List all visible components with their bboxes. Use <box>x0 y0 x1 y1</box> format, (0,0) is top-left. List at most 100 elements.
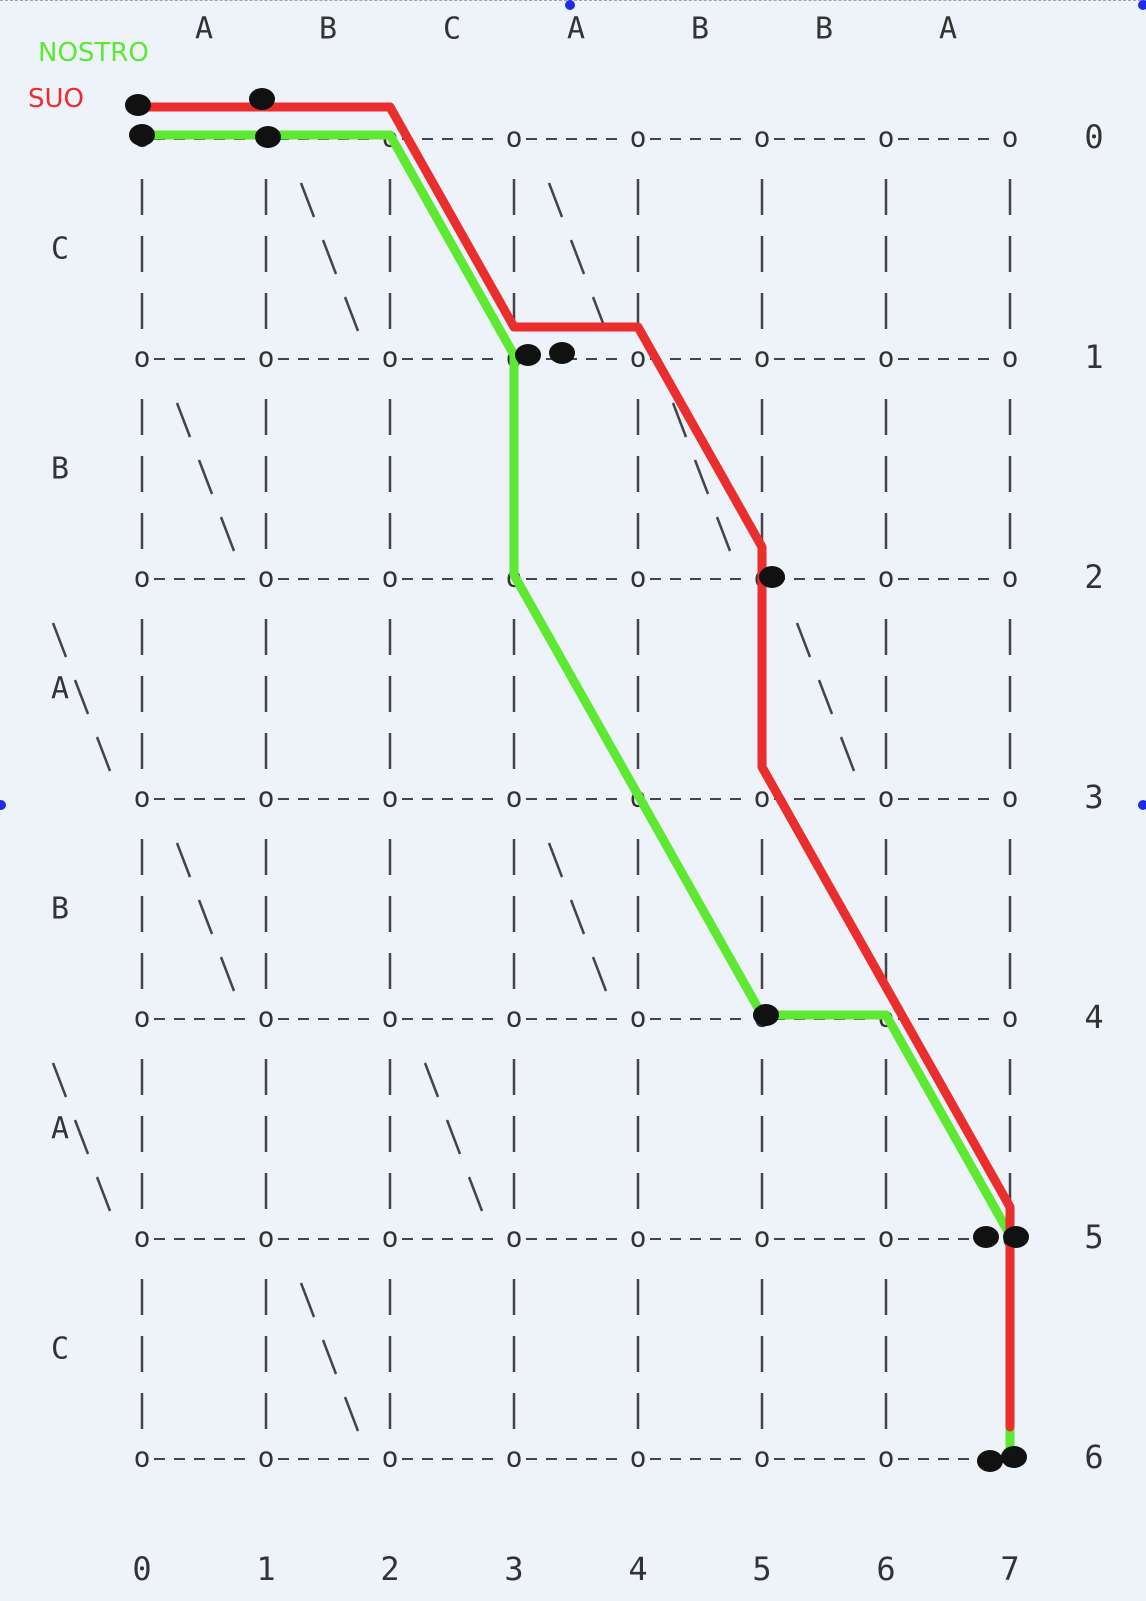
column-number: 7 <box>1000 1550 1019 1588</box>
path-marker-dot <box>973 1226 999 1248</box>
diagonal-edge <box>817 679 834 715</box>
diagonal-edge <box>795 622 812 658</box>
path-marker-dot <box>1001 1446 1027 1468</box>
diagonal-edge <box>321 239 338 275</box>
path-marker-dot <box>549 342 575 364</box>
grid-node: o <box>630 1441 647 1474</box>
grid-node: o <box>1002 341 1019 374</box>
grid-node: o <box>258 1001 275 1034</box>
row-number: 6 <box>1084 1438 1103 1476</box>
diagonal-edge <box>547 842 564 878</box>
path-marker-dot <box>129 124 155 146</box>
top-sequence-letter: A <box>939 12 957 47</box>
path-marker-dot <box>249 88 275 110</box>
diagonal-edge <box>51 622 68 658</box>
diagonal-edge <box>423 1062 440 1098</box>
grid-node: o <box>134 1221 151 1254</box>
row-number: 3 <box>1084 778 1103 816</box>
left-sequence-letter: A <box>51 672 69 707</box>
selection-handle-top[interactable] <box>565 0 575 10</box>
diagonal-edge <box>671 402 688 438</box>
grid-node: o <box>134 1001 151 1034</box>
grid-node: o <box>382 1441 399 1474</box>
path-theirs <box>137 102 1015 1432</box>
path-marker-dot <box>977 1450 1003 1472</box>
top-sequence-letter: B <box>815 12 833 47</box>
left-sequence-letter: C <box>51 232 69 267</box>
grid-node: o <box>754 781 771 814</box>
left-sequence-letter: A <box>51 1112 69 1147</box>
diagonal-edge <box>591 956 608 992</box>
diagonal-edge <box>197 899 214 935</box>
diagonal-edge <box>51 1062 68 1098</box>
grid-node: o <box>258 781 275 814</box>
diagonal-edge <box>445 1119 462 1155</box>
path-ours <box>137 130 1015 1460</box>
grid-node: o <box>1002 1001 1019 1034</box>
diagonal-edge <box>343 296 360 332</box>
legend-ours-label: NOSTRO <box>38 38 149 68</box>
diagonal-edge <box>219 956 236 992</box>
column-number: 3 <box>504 1550 523 1588</box>
top-sequence-letter: A <box>195 12 213 47</box>
grid-node: o <box>506 1441 523 1474</box>
diagonal-edge <box>321 1339 338 1375</box>
diagonal-edge <box>343 1396 360 1432</box>
row-number: 4 <box>1084 998 1103 1036</box>
dot-layer <box>125 88 1029 1472</box>
grid-node: o <box>878 781 895 814</box>
diagonal-edge <box>299 182 316 218</box>
grid-node: o <box>134 781 151 814</box>
top-sequence-letter: C <box>443 12 461 47</box>
row-number: 0 <box>1084 118 1103 156</box>
diagonal-edge <box>219 516 236 552</box>
grid-node: o <box>382 341 399 374</box>
grid-node: o <box>630 341 647 374</box>
grid-node: o <box>258 341 275 374</box>
top-sequence-letter: A <box>567 12 585 47</box>
left-sequence-letter: B <box>51 452 69 487</box>
column-number: 0 <box>132 1550 151 1588</box>
path-marker-dot <box>515 344 541 366</box>
diagonal-edge <box>569 899 586 935</box>
path-layer <box>137 102 1015 1460</box>
grid-node: o <box>878 1221 895 1254</box>
diagonal-edge <box>839 736 856 772</box>
row-number: 1 <box>1084 338 1103 376</box>
path-marker-dot <box>255 126 281 148</box>
grid-node: o <box>134 561 151 594</box>
path-marker-dot <box>1003 1226 1029 1248</box>
diagonal-edge <box>73 679 90 715</box>
grid-node: o <box>878 561 895 594</box>
selection-handle-right[interactable] <box>1138 800 1146 810</box>
grid-node: o <box>754 341 771 374</box>
grid-node: o <box>506 1001 523 1034</box>
grid-node: o <box>506 1221 523 1254</box>
diagonal-edge <box>569 239 586 275</box>
grid-node: o <box>258 561 275 594</box>
grid-node: o <box>258 1441 275 1474</box>
legend-theirs-label: SUO <box>28 84 84 114</box>
diagonal-edge <box>467 1176 484 1212</box>
grid-node: o <box>258 1221 275 1254</box>
top-sequence-letter: B <box>691 12 709 47</box>
column-number: 2 <box>380 1550 399 1588</box>
selection-handle-left[interactable] <box>0 800 6 810</box>
grid-node: o <box>754 1441 771 1474</box>
grid-node: o <box>134 1441 151 1474</box>
row-number: 5 <box>1084 1218 1103 1256</box>
path-marker-dot <box>759 566 785 588</box>
column-number: 1 <box>256 1550 275 1588</box>
left-sequence-letter: C <box>51 1332 69 1367</box>
grid-node: o <box>382 781 399 814</box>
grid-node: o <box>1002 561 1019 594</box>
top-sequence-letter: B <box>319 12 337 47</box>
grid-node: o <box>878 1441 895 1474</box>
grid-node: o <box>630 1001 647 1034</box>
path-marker-dot <box>125 94 151 116</box>
selection-handle-top-right[interactable] <box>1138 0 1146 10</box>
diagonal-edge <box>197 459 214 495</box>
row-number: 2 <box>1084 558 1103 596</box>
grid-node: o <box>382 1221 399 1254</box>
grid-node: o <box>878 341 895 374</box>
